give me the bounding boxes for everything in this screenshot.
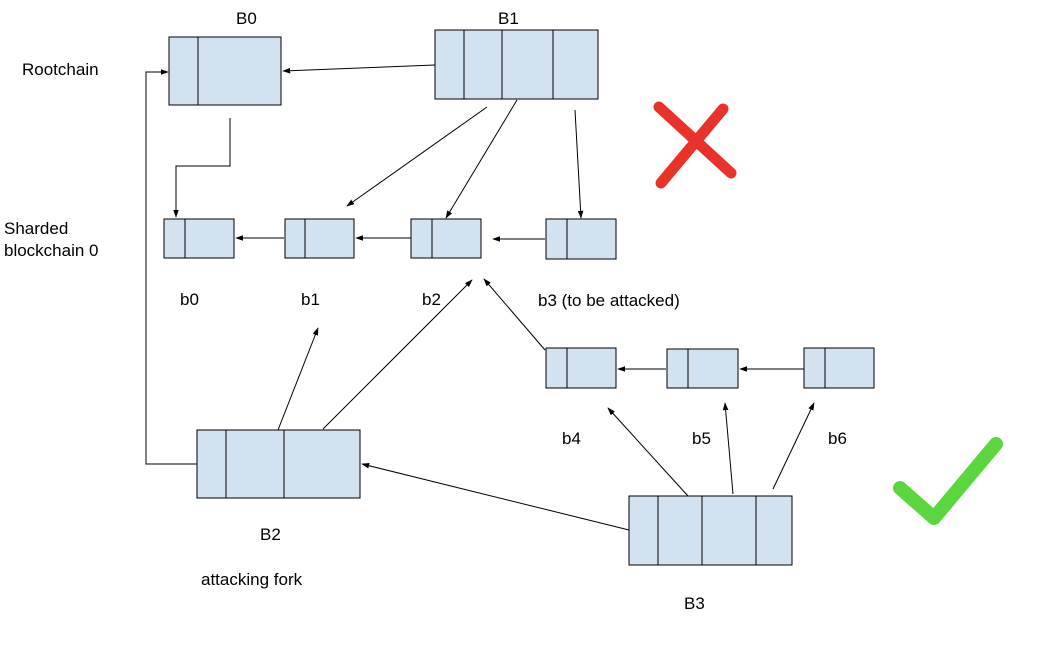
edge-B1-B0 [282, 64, 436, 74]
block-B3 [628, 495, 793, 566]
label-b2: b2 [422, 290, 441, 309]
block-b6 [803, 347, 875, 389]
label-attacking-fork: attacking fork [201, 570, 303, 589]
block-b0 [163, 218, 235, 259]
block-B0 [168, 36, 282, 106]
label-b4: b4 [562, 429, 581, 448]
label-blockchain-0: blockchain 0 [4, 241, 99, 260]
edge-B0-b0 [173, 118, 231, 218]
label-b3: b3 (to be attacked) [538, 291, 680, 310]
edge-B2-b1 [277, 327, 319, 431]
edge-B1-b3 [574, 109, 584, 219]
label-b1: b1 [301, 290, 320, 309]
block-b4 [545, 347, 617, 389]
block-B2 [196, 429, 361, 499]
green-check-icon [893, 437, 1003, 525]
label-B3: B3 [684, 594, 705, 613]
label-rootchain: Rootchain [22, 60, 99, 79]
label-B0: B0 [236, 9, 257, 28]
label-b6: b6 [828, 429, 847, 448]
block-b5 [666, 348, 739, 389]
edge-B1-b2 [445, 99, 518, 219]
edge-B3-b6 [772, 402, 815, 490]
label-sharded: Sharded [4, 219, 68, 238]
block-b2 [410, 218, 482, 259]
edge-B1-b1 [346, 106, 488, 207]
block-b3 [545, 218, 617, 260]
edge-b4-b2 [483, 278, 546, 351]
block-B1 [434, 29, 599, 100]
red-cross-icon [653, 101, 737, 189]
edge-B2-B0 [145, 69, 197, 465]
label-b0: b0 [180, 290, 199, 309]
edge-B3-B2 [361, 463, 630, 531]
edges [145, 64, 815, 531]
label-B1: B1 [498, 9, 519, 28]
edge-B3-b5 [722, 402, 734, 495]
edge-B3-b4 [607, 407, 689, 497]
edge-B2-b2 [322, 279, 473, 430]
label-b5: b5 [692, 429, 711, 448]
label-B2: B2 [260, 525, 281, 544]
block-b1 [284, 218, 355, 259]
